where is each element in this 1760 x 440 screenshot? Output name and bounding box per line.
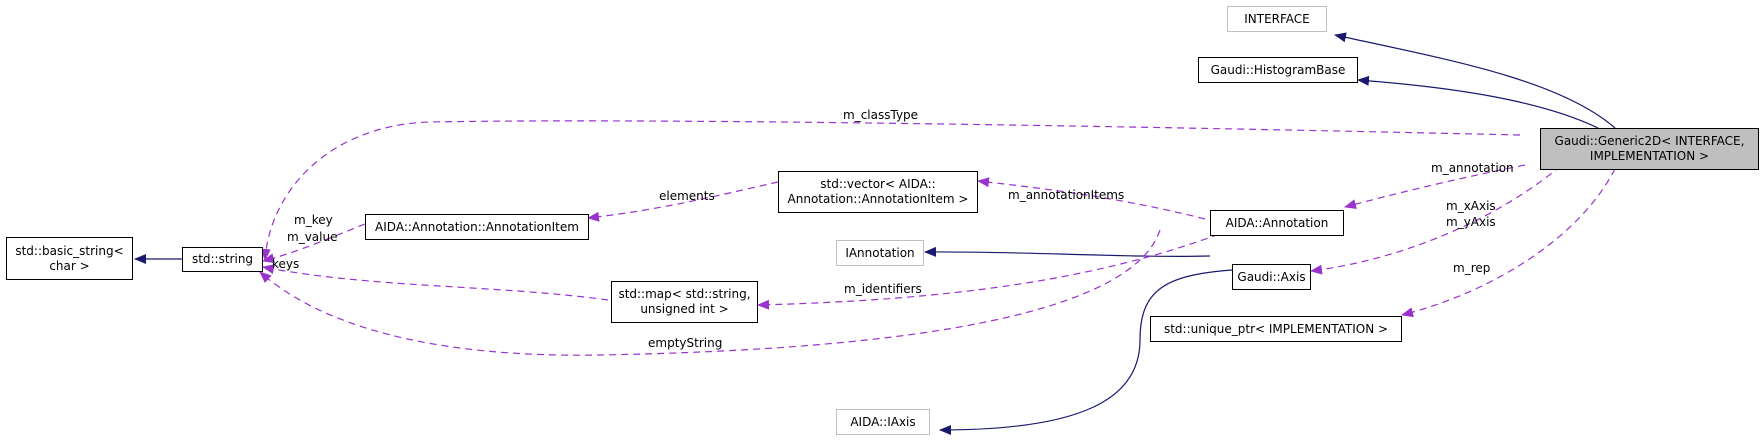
- edge-label-m-xaxis: m_xAxis: [1446, 199, 1496, 213]
- edge-label-m-rep: m_rep: [1453, 261, 1491, 275]
- node-aida-annotation-label: AIDA::Annotation: [1225, 215, 1329, 230]
- node-interface[interactable]: INTERFACE: [1227, 6, 1327, 32]
- edge-generic2d-to-histogram-base: [1357, 75, 1599, 129]
- edge-aida-annotation-to-iannotation: [924, 246, 1211, 257]
- node-std-string-label: std::string: [191, 252, 254, 266]
- node-histogram-base[interactable]: Gaudi::HistogramBase: [1198, 57, 1358, 83]
- edge-emptystring: [259, 229, 1161, 356]
- node-unique-ptr-label: std::unique_ptr< IMPLEMENTATION >: [1163, 321, 1389, 336]
- node-std-string[interactable]: std::string: [182, 247, 263, 272]
- edge-label-m-annotationitems: m_annotationItems: [1008, 188, 1125, 202]
- edge-elements: [587, 181, 779, 222]
- node-aida-annotation[interactable]: AIDA::Annotation: [1210, 210, 1344, 236]
- edge-m-rep: [1401, 157, 1621, 318]
- edge-generic2d-to-interface: [1334, 32, 1616, 129]
- edge-m-key-m-value: [262, 223, 366, 264]
- edge-label-keys: keys: [272, 257, 300, 271]
- node-std-vector-label-line-2: Annotation::AnnotationItem >: [787, 192, 969, 206]
- node-std-vector[interactable]: std::vector< AIDA:: Annotation::Annotati…: [778, 171, 978, 213]
- node-iannotation[interactable]: IAnnotation: [836, 240, 924, 266]
- node-generic2d[interactable]: Gaudi::Generic2D< INTERFACE, IMPLEMENTAT…: [1540, 128, 1759, 170]
- node-generic2d-label-line-1: Gaudi::Generic2D< INTERFACE,: [1554, 134, 1745, 148]
- edge-m-identifiers: [757, 229, 1231, 310]
- edge-m-classtype: [260, 120, 1521, 261]
- node-interface-label: INTERFACE: [1244, 11, 1310, 26]
- node-std-vector-label-line-1: std::vector< AIDA::: [820, 177, 936, 191]
- node-iannotation-label: IAnnotation: [845, 245, 915, 260]
- node-aida-iaxis-label: AIDA::IAxis: [850, 414, 916, 429]
- edge-m-annotationitems: [977, 177, 1206, 220]
- node-std-map[interactable]: std::map< std::string, unsigned int >: [611, 281, 758, 323]
- edge-label-m-annotation: m_annotation: [1431, 161, 1514, 175]
- edge-label-m-key: m_key: [294, 213, 333, 227]
- edge-label-elements: elements: [659, 189, 715, 203]
- node-std-map-label-line-1: std::map< std::string,: [618, 287, 751, 301]
- node-gaudi-axis[interactable]: Gaudi::Axis: [1232, 264, 1311, 290]
- node-std-map-label-line-2: unsigned int >: [640, 302, 729, 316]
- node-annotation-item[interactable]: AIDA::Annotation::AnnotationItem: [365, 214, 589, 240]
- edge-m-annotation: [1344, 164, 1526, 209]
- edge-label-m-classtype: m_classType: [843, 108, 919, 122]
- node-unique-ptr[interactable]: std::unique_ptr< IMPLEMENTATION >: [1150, 316, 1402, 342]
- node-annotation-item-label: AIDA::Annotation::AnnotationItem: [375, 219, 579, 234]
- edge-m-xaxis-m-yaxis: [1310, 157, 1571, 275]
- node-basic-string-label-line-2: char >: [49, 258, 90, 273]
- edge-gaudi-axis-to-aida-iaxis: [939, 269, 1233, 435]
- node-aida-iaxis[interactable]: AIDA::IAxis: [836, 409, 930, 435]
- edge-label-emptystring: emptyString: [648, 336, 723, 350]
- edge-keys: [262, 264, 609, 301]
- node-histogram-base-label: Gaudi::HistogramBase: [1210, 62, 1346, 77]
- node-generic2d-label-line-2: IMPLEMENTATION >: [1589, 149, 1710, 163]
- node-basic-string-label-line-1: std::basic_string<: [15, 243, 124, 258]
- edge-label-m-value: m_value: [287, 230, 338, 244]
- edge-label-m-yaxis: m_yAxis: [1446, 215, 1496, 229]
- node-gaudi-axis-label: Gaudi::Axis: [1237, 269, 1306, 284]
- node-basic-string[interactable]: std::basic_string< char >: [6, 237, 133, 280]
- edge-label-m-identifiers: m_identifiers: [844, 282, 922, 296]
